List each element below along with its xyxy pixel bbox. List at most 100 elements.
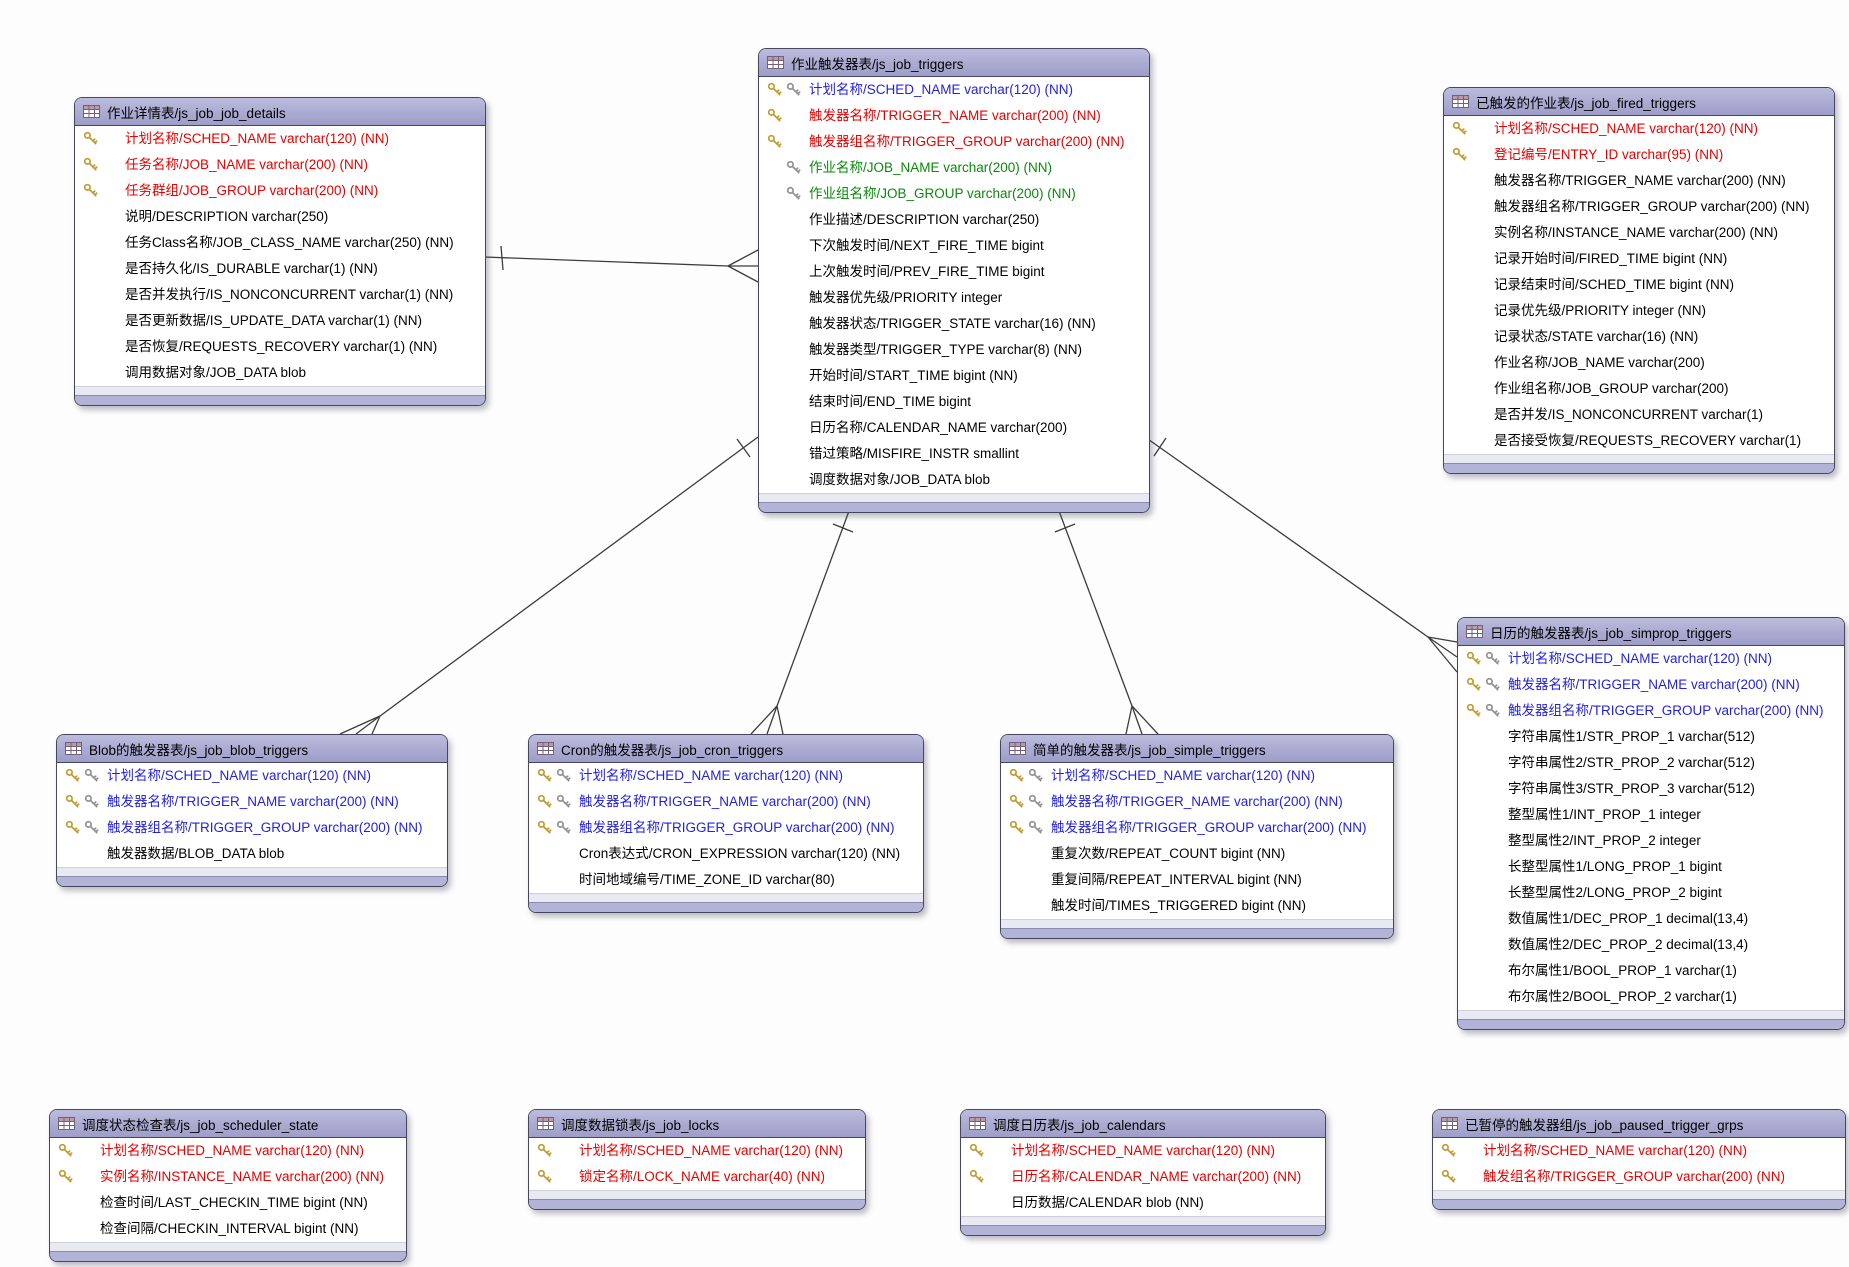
table-js_job_scheduler_state[interactable]: 调度状态检查表/js_job_scheduler_state 计划名称/SCHE… bbox=[49, 1109, 407, 1262]
foreign-key-icon bbox=[1028, 820, 1043, 834]
foreign-key-icon bbox=[1485, 703, 1500, 717]
column-definition: 是否接受恢复/REQUESTS_RECOVERY varchar(1) bbox=[1494, 433, 1802, 448]
table-js_job_job_details[interactable]: 作业详情表/js_job_job_details 计划名称/SCHED_NAME… bbox=[74, 97, 486, 406]
table-icon bbox=[537, 742, 554, 755]
primary-key-icon bbox=[1452, 147, 1467, 161]
relationship-js_job_triggers-to-js_job_simple_triggers bbox=[1054, 510, 1159, 735]
table-header[interactable]: Blob的触发器表/js_job_blob_triggers bbox=[57, 735, 447, 763]
table-footer-strip bbox=[1001, 919, 1393, 928]
table-row: 是否持久化/IS_DURABLE varchar(1) (NN) bbox=[75, 256, 485, 282]
table-js_job_calendars[interactable]: 调度日历表/js_job_calendars 计划名称/SCHED_NAME v… bbox=[960, 1109, 1326, 1236]
column-definition: 作业名称/JOB_NAME varchar(200) bbox=[1494, 355, 1705, 370]
primary-key-icon bbox=[537, 768, 552, 782]
table-body: 计划名称/SCHED_NAME varchar(120) (NN) 锁定名称/L… bbox=[529, 1138, 865, 1190]
table-js_job_locks[interactable]: 调度数据锁表/js_job_locks 计划名称/SCHED_NAME varc… bbox=[528, 1109, 866, 1210]
table-header[interactable]: 作业触发器表/js_job_triggers bbox=[759, 49, 1149, 77]
table-row: 触发组名称/TRIGGER_GROUP varchar(200) (NN) bbox=[1433, 1164, 1845, 1190]
table-body: 计划名称/SCHED_NAME varchar(120) (NN) 登记编号/E… bbox=[1444, 116, 1834, 454]
table-footer-strip bbox=[529, 1190, 865, 1199]
table-header[interactable]: 作业详情表/js_job_job_details bbox=[75, 98, 485, 126]
table-js_job_simple_triggers[interactable]: 简单的触发器表/js_job_simple_triggers 计划名称/SCHE… bbox=[1000, 734, 1394, 939]
foreign-key-icon bbox=[1028, 768, 1043, 782]
table-header[interactable]: 调度数据锁表/js_job_locks bbox=[529, 1110, 865, 1138]
table-row: 是否并发/IS_NONCONCURRENT varchar(1) bbox=[1444, 402, 1834, 428]
table-body: 计划名称/SCHED_NAME varchar(120) (NN) 日历名称/C… bbox=[961, 1138, 1325, 1216]
column-definition: 作业描述/DESCRIPTION varchar(250) bbox=[809, 212, 1040, 227]
column-definition: 记录开始时间/FIRED_TIME bigint (NN) bbox=[1494, 251, 1728, 266]
table-js_job_blob_triggers[interactable]: Blob的触发器表/js_job_blob_triggers 计划名称/SCHE… bbox=[56, 734, 448, 887]
column-definition: 计划名称/SCHED_NAME varchar(120) (NN) bbox=[100, 1143, 365, 1158]
table-header[interactable]: 已触发的作业表/js_job_fired_triggers bbox=[1444, 88, 1834, 116]
table-title: 已触发的作业表/js_job_fired_triggers bbox=[1476, 95, 1696, 111]
column-definition: 数值属性2/DEC_PROP_2 decimal(13,4) bbox=[1508, 937, 1749, 952]
primary-key-icon bbox=[1466, 677, 1481, 691]
table-row: 长整型属性2/LONG_PROP_2 bigint bbox=[1458, 880, 1844, 906]
table-row: 开始时间/START_TIME bigint (NN) bbox=[759, 363, 1149, 389]
column-definition: 触发器名称/TRIGGER_NAME varchar(200) (NN) bbox=[1494, 173, 1786, 188]
primary-key-icon bbox=[1009, 768, 1024, 782]
primary-key-icon bbox=[1452, 121, 1467, 135]
table-header[interactable]: 日历的触发器表/js_job_simprop_triggers bbox=[1458, 618, 1844, 646]
table-row: 触发器优先级/PRIORITY integer bbox=[759, 285, 1149, 311]
table-js_job_paused_trigger_grps[interactable]: 已暂停的触发器组/js_job_paused_trigger_grps 计划名称… bbox=[1432, 1109, 1846, 1210]
table-js_job_fired_triggers[interactable]: 已触发的作业表/js_job_fired_triggers 计划名称/SCHED… bbox=[1443, 87, 1835, 474]
table-row: 计划名称/SCHED_NAME varchar(120) (NN) bbox=[961, 1138, 1325, 1164]
table-header[interactable]: 已暂停的触发器组/js_job_paused_trigger_grps bbox=[1433, 1110, 1845, 1138]
table-row: 触发器组名称/TRIGGER_GROUP varchar(200) (NN) bbox=[1001, 815, 1393, 841]
column-definition: 日历名称/CALENDAR_NAME varchar(200) bbox=[809, 420, 1068, 435]
column-definition: 计划名称/SCHED_NAME varchar(120) (NN) bbox=[125, 131, 390, 146]
table-row: 整型属性1/INT_PROP_1 integer bbox=[1458, 802, 1844, 828]
table-header[interactable]: 调度状态检查表/js_job_scheduler_state bbox=[50, 1110, 406, 1138]
table-js_job_triggers[interactable]: 作业触发器表/js_job_triggers 计划名称/SCHED_NAME v… bbox=[758, 48, 1150, 513]
table-row: 作业名称/JOB_NAME varchar(200) (NN) bbox=[759, 155, 1149, 181]
table-row: 记录开始时间/FIRED_TIME bigint (NN) bbox=[1444, 246, 1834, 272]
table-footer-bar bbox=[50, 1251, 406, 1261]
table-row: 实例名称/INSTANCE_NAME varchar(200) (NN) bbox=[1444, 220, 1834, 246]
column-definition: 触发器组名称/TRIGGER_GROUP varchar(200) (NN) bbox=[809, 134, 1125, 149]
table-row: 触发器组名称/TRIGGER_GROUP varchar(200) (NN) bbox=[1444, 194, 1834, 220]
column-definition: 字符串属性3/STR_PROP_3 varchar(512) bbox=[1508, 781, 1755, 796]
primary-key-icon bbox=[1441, 1169, 1456, 1183]
table-row: 计划名称/SCHED_NAME varchar(120) (NN) bbox=[57, 763, 447, 789]
column-definition: 日历名称/CALENDAR_NAME varchar(200) (NN) bbox=[1011, 1169, 1302, 1184]
column-definition: 是否并发/IS_NONCONCURRENT varchar(1) bbox=[1494, 407, 1764, 422]
column-definition: 整型属性1/INT_PROP_1 integer bbox=[1508, 807, 1701, 822]
table-row: 作业名称/JOB_NAME varchar(200) bbox=[1444, 350, 1834, 376]
table-footer-bar bbox=[1433, 1199, 1845, 1209]
table-row: 字符串属性3/STR_PROP_3 varchar(512) bbox=[1458, 776, 1844, 802]
table-row: 实例名称/INSTANCE_NAME varchar(200) (NN) bbox=[50, 1164, 406, 1190]
column-definition: 字符串属性2/STR_PROP_2 varchar(512) bbox=[1508, 755, 1755, 770]
table-title: 作业详情表/js_job_job_details bbox=[107, 105, 286, 121]
table-js_job_simprop_triggers[interactable]: 日历的触发器表/js_job_simprop_triggers 计划名称/SCH… bbox=[1457, 617, 1845, 1030]
column-definition: 计划名称/SCHED_NAME varchar(120) (NN) bbox=[1494, 121, 1759, 136]
foreign-key-icon bbox=[84, 794, 99, 808]
table-row: 调度数据对象/JOB_DATA blob bbox=[759, 467, 1149, 493]
primary-key-icon bbox=[65, 768, 80, 782]
table-header[interactable]: Cron的触发器表/js_job_cron_triggers bbox=[529, 735, 923, 763]
table-row: 记录状态/STATE varchar(16) (NN) bbox=[1444, 324, 1834, 350]
table-row: 长整型属性1/LONG_PROP_1 bigint bbox=[1458, 854, 1844, 880]
primary-key-icon bbox=[767, 108, 782, 122]
foreign-key-icon bbox=[556, 820, 571, 834]
table-row: 计划名称/SCHED_NAME varchar(120) (NN) bbox=[1001, 763, 1393, 789]
foreign-key-icon bbox=[1028, 794, 1043, 808]
table-row: 触发器组名称/TRIGGER_GROUP varchar(200) (NN) bbox=[1458, 698, 1844, 724]
table-row: 触发器组名称/TRIGGER_GROUP varchar(200) (NN) bbox=[529, 815, 923, 841]
table-row: 日历名称/CALENDAR_NAME varchar(200) bbox=[759, 415, 1149, 441]
column-definition: 触发器名称/TRIGGER_NAME varchar(200) (NN) bbox=[809, 108, 1101, 123]
column-definition: 触发组名称/TRIGGER_GROUP varchar(200) (NN) bbox=[1483, 1169, 1786, 1184]
table-footer-bar bbox=[759, 502, 1149, 512]
column-definition: 触发器组名称/TRIGGER_GROUP varchar(200) (NN) bbox=[1051, 820, 1367, 835]
relationship-js_job_job_details-to-js_job_triggers bbox=[483, 245, 759, 283]
primary-key-icon bbox=[767, 134, 782, 148]
table-footer-strip bbox=[759, 493, 1149, 502]
table-row: 触发器名称/TRIGGER_NAME varchar(200) (NN) bbox=[529, 789, 923, 815]
column-definition: 重复间隔/REPEAT_INTERVAL bigint (NN) bbox=[1051, 872, 1302, 887]
table-header[interactable]: 调度日历表/js_job_calendars bbox=[961, 1110, 1325, 1138]
column-definition: 作业组名称/JOB_GROUP varchar(200) (NN) bbox=[809, 186, 1076, 201]
table-header[interactable]: 简单的触发器表/js_job_simple_triggers bbox=[1001, 735, 1393, 763]
table-js_job_cron_triggers[interactable]: Cron的触发器表/js_job_cron_triggers 计划名称/SCHE… bbox=[528, 734, 924, 913]
table-row: 是否更新数据/IS_UPDATE_DATA varchar(1) (NN) bbox=[75, 308, 485, 334]
column-definition: 数值属性1/DEC_PROP_1 decimal(13,4) bbox=[1508, 911, 1749, 926]
